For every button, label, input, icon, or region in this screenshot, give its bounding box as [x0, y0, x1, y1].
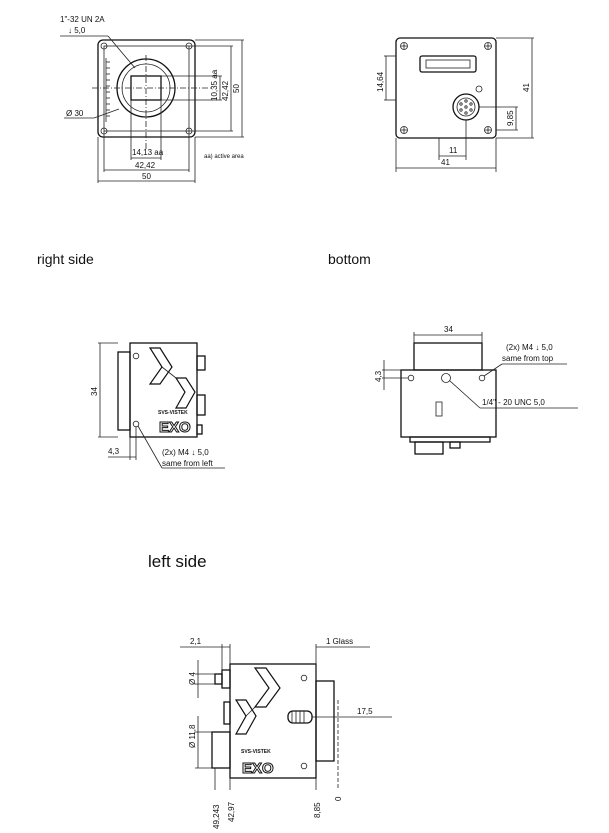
- title-right-side: right side: [37, 251, 94, 267]
- scale-ticks: [106, 61, 110, 117]
- rs-exo-logo: EXO: [159, 419, 191, 436]
- thread-depth-label: ↓ 5,0: [68, 26, 86, 35]
- ls-dim-118-label: Ø 11,8: [188, 724, 197, 748]
- ls-connector-top: [221, 669, 231, 689]
- left-side-view: SVS-VISTEK EXO 2,1 1 Glass Ø 4 17,5 Ø 11…: [180, 637, 392, 829]
- rs-x-logo-part: [148, 347, 173, 385]
- back-screws: [400, 42, 492, 134]
- active-area-note: aa) active area: [204, 154, 244, 160]
- dim-aa-h-label: 14,13 aa: [132, 148, 164, 157]
- rs-connector-mid: [196, 394, 206, 416]
- title-bottom: bottom: [328, 251, 371, 267]
- bt-dim-43-label: 4,3: [374, 370, 383, 382]
- bt-label-plate: [435, 401, 443, 417]
- rs-dim-43-label: 4,3: [108, 447, 120, 456]
- dim-50-v-label: 50: [232, 84, 241, 93]
- thread-label: 1"-32 UN 2A: [60, 15, 105, 24]
- rs-housing: [129, 342, 198, 438]
- rs-x-logo-part: [174, 377, 196, 409]
- data-connector: [419, 55, 477, 73]
- data-connector-pins: [425, 59, 471, 69]
- bt-hole-leader: [483, 363, 503, 377]
- rs-hole: [132, 420, 140, 428]
- rs-connector-top: [196, 355, 206, 371]
- bt-hole-note: same from top: [502, 354, 554, 363]
- bt-tripod-leader: [449, 380, 481, 409]
- bt-tripod-hole: [441, 373, 451, 383]
- ls-hole: [300, 762, 308, 770]
- ls-x-logo-part: [234, 699, 257, 735]
- power-io-pins: [459, 99, 473, 115]
- bt-connector-2: [449, 441, 461, 449]
- ls-brand: SVS-VISTEK: [241, 749, 271, 755]
- ls-dim-0-label: 0: [334, 796, 343, 801]
- rs-x-logo-link: [161, 366, 177, 379]
- back-view: 14,64 9,85 41 11 41: [376, 37, 534, 172]
- ls-lens-mount: [315, 680, 335, 762]
- ls-dim-175-label: 17,5: [357, 707, 373, 716]
- right-side-view: SVS-VISTEK EXO 34 4,3 (2x) M4 ↓ 5,0 same…: [90, 342, 225, 469]
- status-led: [475, 85, 483, 93]
- ls-x-logo-link: [245, 706, 256, 717]
- rs-hole-note: same from left: [162, 459, 213, 468]
- bt-hole: [407, 374, 415, 382]
- ls-connector-bot: [211, 731, 231, 769]
- power-io-connector-inner: [456, 97, 476, 117]
- dim-1464-label: 14,64: [376, 71, 385, 92]
- ls-connector-top-tip: [214, 673, 223, 685]
- back-housing: [395, 37, 497, 139]
- title-left-side: left side: [148, 552, 207, 571]
- front-view: 1"-32 UN 2A ↓ 5,0 Ø 30 14,13 aa 42,42 50…: [60, 15, 244, 183]
- dim-41-h-label: 41: [441, 158, 450, 167]
- ls-connector-mid: [223, 701, 231, 725]
- front-housing: [97, 39, 196, 138]
- bt-connector-1: [414, 441, 444, 455]
- dia-leader: [93, 108, 120, 119]
- bt-hole: [478, 374, 486, 382]
- front-inner-frame: [103, 45, 190, 132]
- ls-glass-label: 1 Glass: [326, 637, 353, 646]
- rs-lens-mount: [117, 351, 131, 431]
- dim-4242-h-label: 42,42: [135, 161, 156, 170]
- ls-dim-49243-label: 49,243: [212, 804, 221, 829]
- bt-dim-34-label: 34: [444, 325, 453, 334]
- rs-hole-label: (2x) M4 ↓ 5,0: [162, 448, 209, 457]
- mount-hole: [100, 42, 108, 50]
- thread-leader: [107, 35, 136, 69]
- dim-aa-v-label: 10,35 aa: [210, 69, 219, 101]
- ls-dim-4297-label: 42,97: [227, 801, 236, 822]
- ls-hole: [300, 674, 308, 682]
- bt-hole-label: (2x) M4 ↓ 5,0: [506, 343, 553, 352]
- ls-dim-885-label: 8,85: [313, 802, 322, 818]
- dim-50-h-label: 50: [142, 172, 151, 181]
- rs-hole: [132, 352, 140, 360]
- dim-4242-v-label: 42,42: [221, 80, 230, 101]
- bt-tripod-label: 1/4" - 20 UNC 5,0: [482, 398, 545, 407]
- rs-connector-bot: [196, 424, 203, 435]
- rs-brand: SVS-VISTEK: [158, 410, 188, 416]
- rs-dim-34-label: 34: [90, 387, 99, 396]
- bt-lens-mount: [413, 342, 483, 371]
- ls-dim-4-label: Ø 4: [188, 672, 197, 685]
- dim-11-label: 11: [449, 146, 458, 155]
- ls-dim-21-label: 2,1: [190, 637, 202, 646]
- ls-x-logo-part: [253, 667, 281, 708]
- ls-cable-gland-ribs: [291, 711, 305, 723]
- dim-985-label: 9,85: [506, 110, 515, 126]
- bt-rear-plate: [409, 436, 491, 443]
- dia-label: Ø 30: [66, 109, 84, 118]
- dim-41-v-label: 41: [522, 83, 531, 92]
- bottom-view: 34 4,3 (2x) M4 ↓ 5,0 same from top 1/4" …: [374, 325, 578, 455]
- ls-exo-logo: EXO: [242, 760, 274, 777]
- rs-hole-leader: [137, 425, 163, 469]
